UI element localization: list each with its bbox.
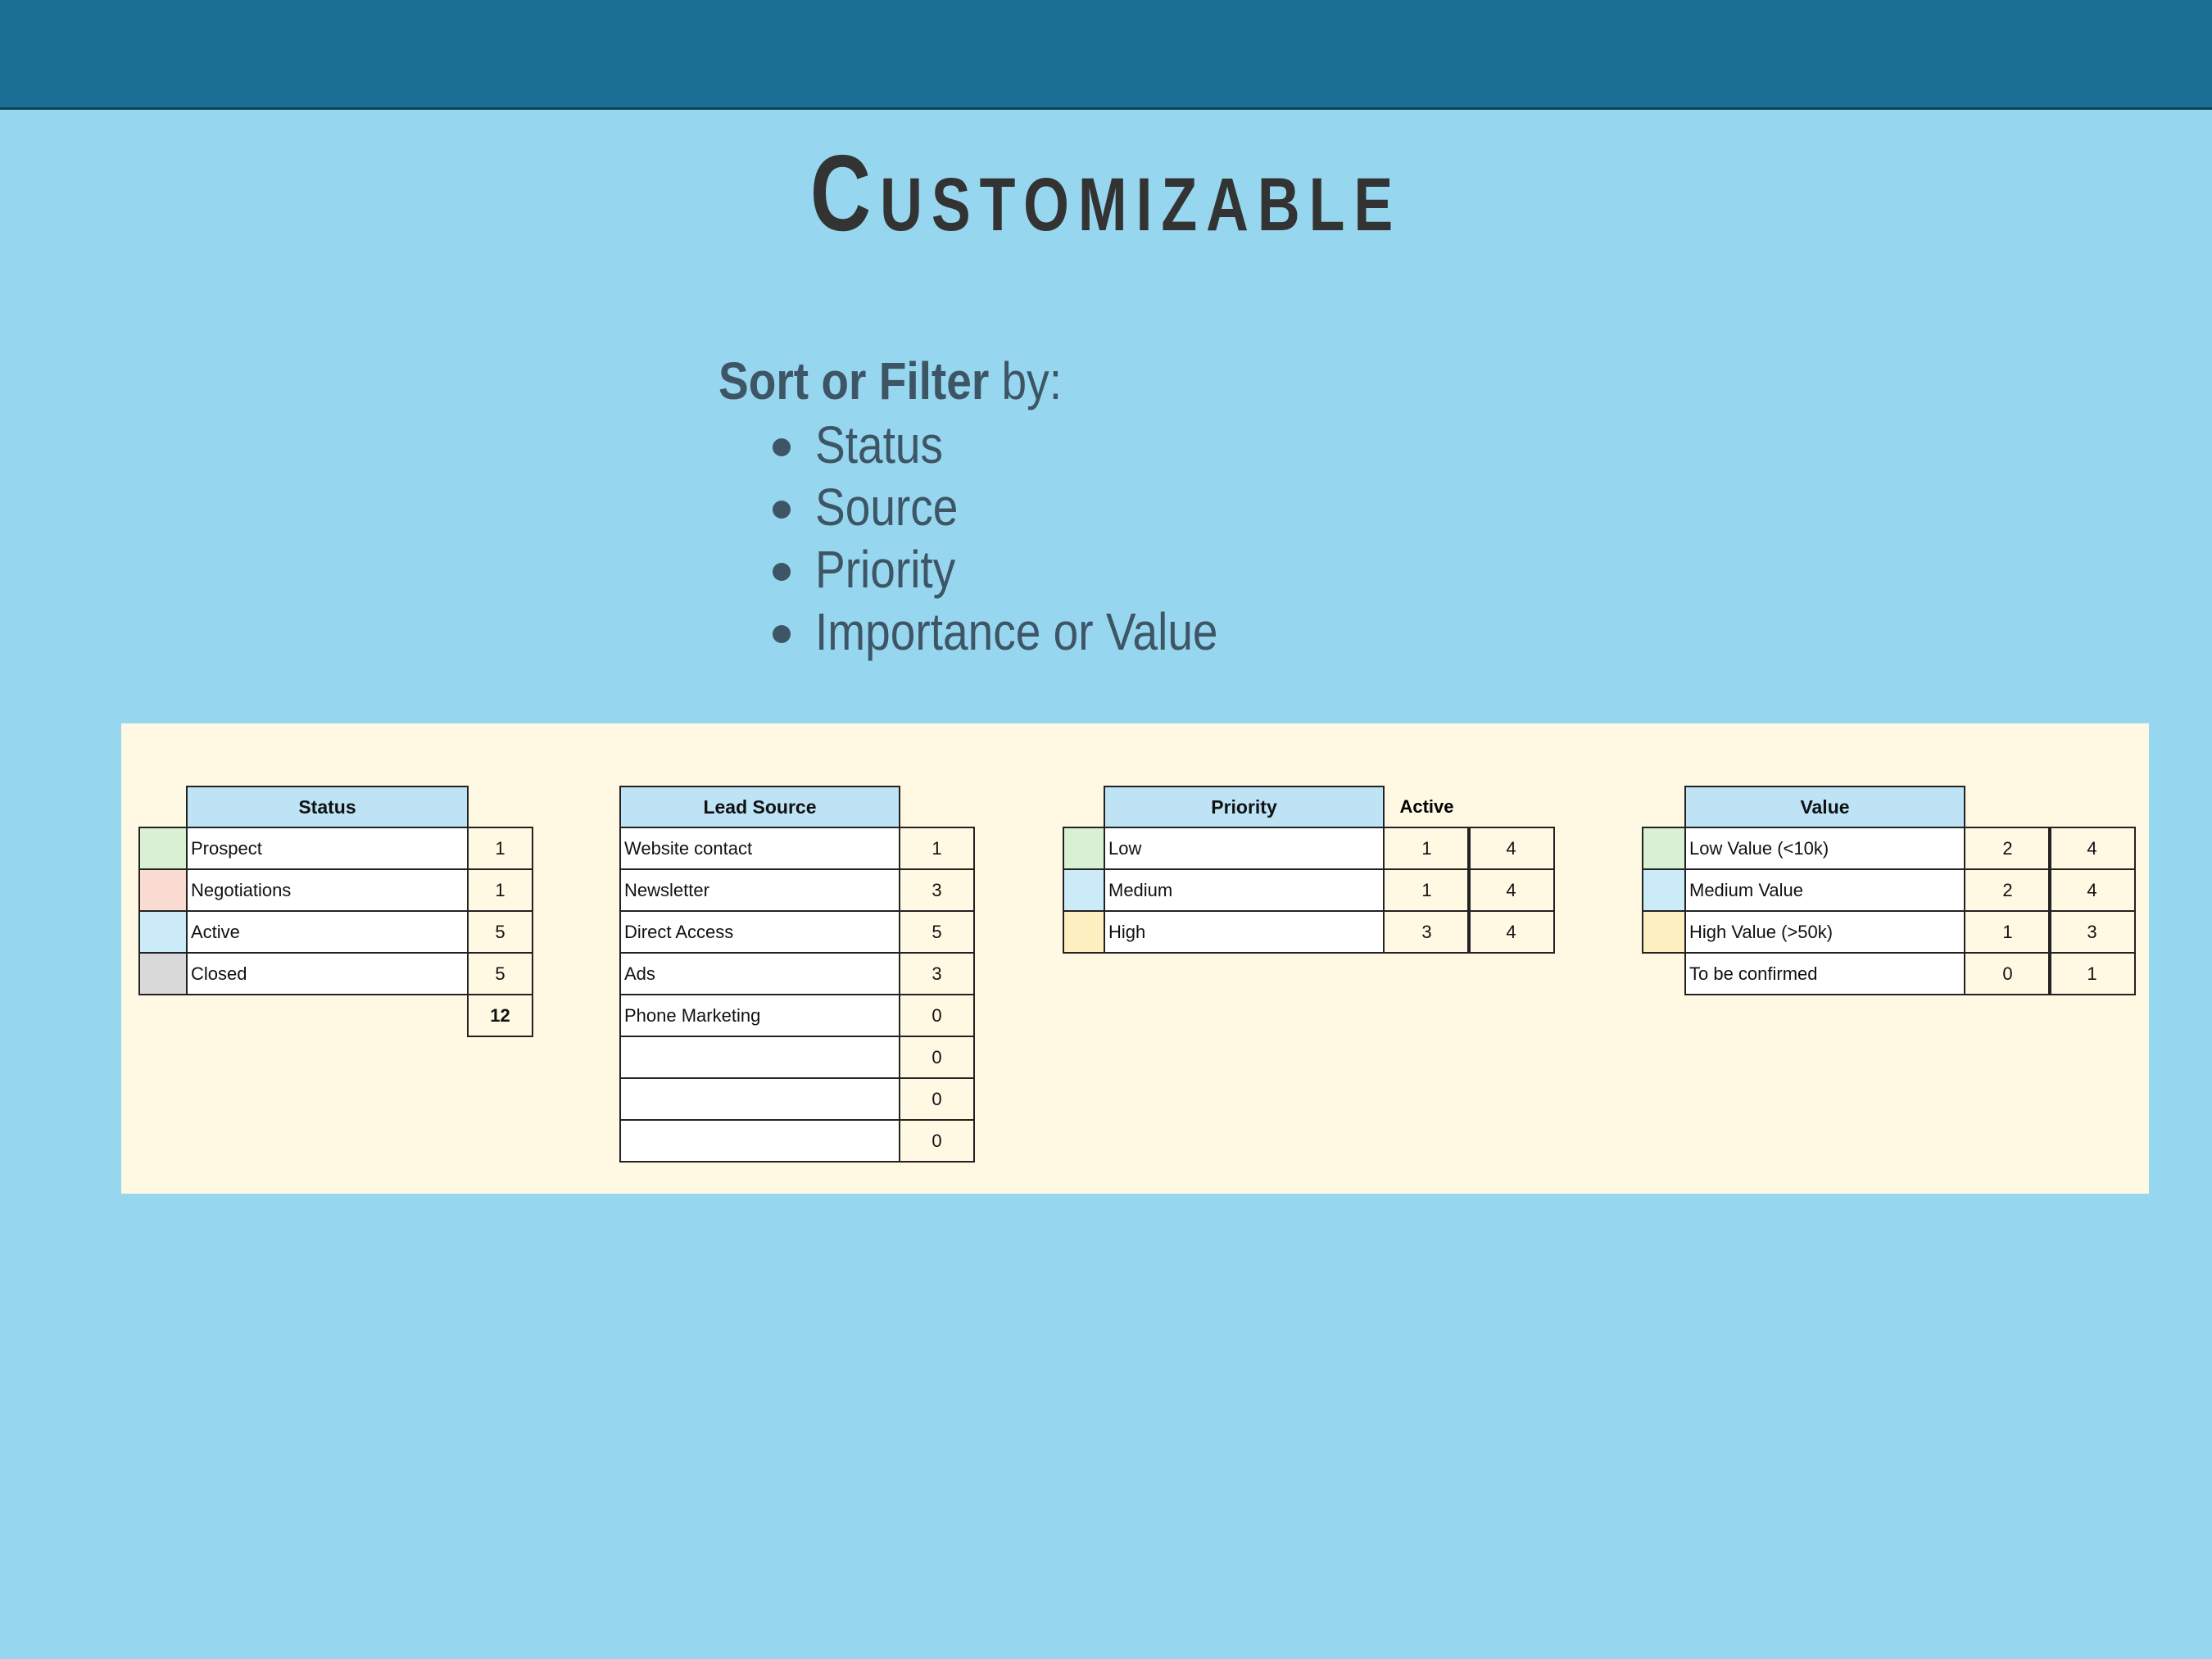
bullet-text: Importance or Value <box>815 602 1218 661</box>
green-color-swatch[interactable] <box>1642 827 1688 870</box>
bullet-text: Priority <box>815 540 956 599</box>
sort-filter-rest: by: <box>989 351 1062 410</box>
value-row-count[interactable]: 4 <box>2048 868 2136 912</box>
lead_source-row-count[interactable]: 0 <box>899 1119 975 1163</box>
status-row-label[interactable]: Prospect <box>186 827 469 870</box>
value-header: Value <box>1684 786 1965 828</box>
value-row-count[interactable]: 1 <box>2048 952 2136 995</box>
lead_source-row-count[interactable]: 0 <box>899 1036 975 1079</box>
lead_source-header: Lead Source <box>619 786 900 828</box>
lead_source-row-label[interactable] <box>619 1077 900 1121</box>
blue-color-swatch[interactable] <box>1063 868 1107 912</box>
lead_source-row-label[interactable]: Phone Marketing <box>619 994 900 1037</box>
priority-row-count[interactable]: 3 <box>1383 910 1471 954</box>
bullet-icon <box>773 625 791 643</box>
status-row-count[interactable]: 1 <box>467 827 533 870</box>
blue-color-swatch[interactable] <box>1642 868 1688 912</box>
value-row-count[interactable]: 4 <box>2048 827 2136 870</box>
bullet-icon <box>773 501 791 519</box>
priority-row-label[interactable]: Medium <box>1104 868 1385 912</box>
list-item: Importance or Value <box>770 601 1284 663</box>
lead_source-row-label[interactable]: Direct Access <box>619 910 900 954</box>
priority-row-count[interactable]: 1 <box>1383 827 1471 870</box>
priority-active-header: Active <box>1399 796 1454 817</box>
lead_source-row-label[interactable]: Website contact <box>619 827 900 870</box>
lead_source-row-count[interactable]: 1 <box>899 827 975 870</box>
status-row-label[interactable]: Negotiations <box>186 868 469 912</box>
top-banner <box>0 0 2212 110</box>
value-row-count[interactable]: 2 <box>1964 868 2051 912</box>
bullet-text: Status <box>815 415 944 474</box>
value-row-label[interactable]: Medium Value <box>1684 868 1965 912</box>
bullet-icon <box>773 563 791 581</box>
lead_source-row-count[interactable]: 0 <box>899 994 975 1037</box>
status-row-label[interactable]: Active <box>186 910 469 954</box>
value-row-count[interactable]: 2 <box>1964 827 2051 870</box>
sort-filter-bold: Sort or Filter <box>718 351 990 410</box>
lead_source-row-count[interactable]: 5 <box>899 910 975 954</box>
status-row-count[interactable]: 1 <box>467 868 533 912</box>
priority-row-count[interactable]: 4 <box>1467 910 1555 954</box>
list-item: Source <box>770 476 1284 538</box>
status-row-count[interactable]: 5 <box>467 910 533 954</box>
priority-row-label[interactable]: High <box>1104 910 1385 954</box>
status-total[interactable]: 12 <box>467 994 533 1037</box>
page-title: Customizable <box>809 133 1403 253</box>
value-row-count[interactable]: 0 <box>1964 952 2051 995</box>
status-row-label[interactable]: Closed <box>186 952 469 995</box>
value-row-count[interactable]: 1 <box>1964 910 2051 954</box>
green-color-swatch[interactable] <box>1063 827 1107 870</box>
priority-header: Priority <box>1104 786 1385 828</box>
lead_source-row-label[interactable]: Newsletter <box>619 868 900 912</box>
green-color-swatch[interactable] <box>138 827 189 870</box>
list-item: Priority <box>770 538 1284 601</box>
status-header: Status <box>186 786 469 828</box>
value-row-count[interactable]: 3 <box>2048 910 2136 954</box>
lead_source-row-count[interactable]: 0 <box>899 1077 975 1121</box>
bullet-icon <box>773 438 791 456</box>
value-row-label[interactable]: To be confirmed <box>1684 952 1965 995</box>
lead_source-row-label[interactable]: Ads <box>619 952 900 995</box>
lead_source-row-count[interactable]: 3 <box>899 952 975 995</box>
lead_source-row-count[interactable]: 3 <box>899 868 975 912</box>
priority-row-label[interactable]: Low <box>1104 827 1385 870</box>
value-row-label[interactable]: Low Value (<10k) <box>1684 827 1965 870</box>
priority-row-count[interactable]: 4 <box>1467 827 1555 870</box>
value-row-label[interactable]: High Value (>50k) <box>1684 910 1965 954</box>
pink-color-swatch[interactable] <box>138 868 189 912</box>
grey-color-swatch[interactable] <box>138 952 189 995</box>
yellow-color-swatch[interactable] <box>1642 910 1688 954</box>
status-row-count[interactable]: 5 <box>467 952 533 995</box>
lead_source-row-label[interactable] <box>619 1119 900 1163</box>
list-item: Status <box>770 414 1284 476</box>
filter-options-list: Status Source Priority Importance or Val… <box>770 414 1284 663</box>
blue-color-swatch[interactable] <box>138 910 189 954</box>
lead_source-row-label[interactable] <box>619 1036 900 1079</box>
yellow-color-swatch[interactable] <box>1063 910 1107 954</box>
bullet-text: Source <box>815 478 959 537</box>
priority-row-count[interactable]: 4 <box>1467 868 1555 912</box>
sort-filter-heading: Sort or Filter by: <box>718 351 1062 411</box>
priority-row-count[interactable]: 1 <box>1383 868 1471 912</box>
